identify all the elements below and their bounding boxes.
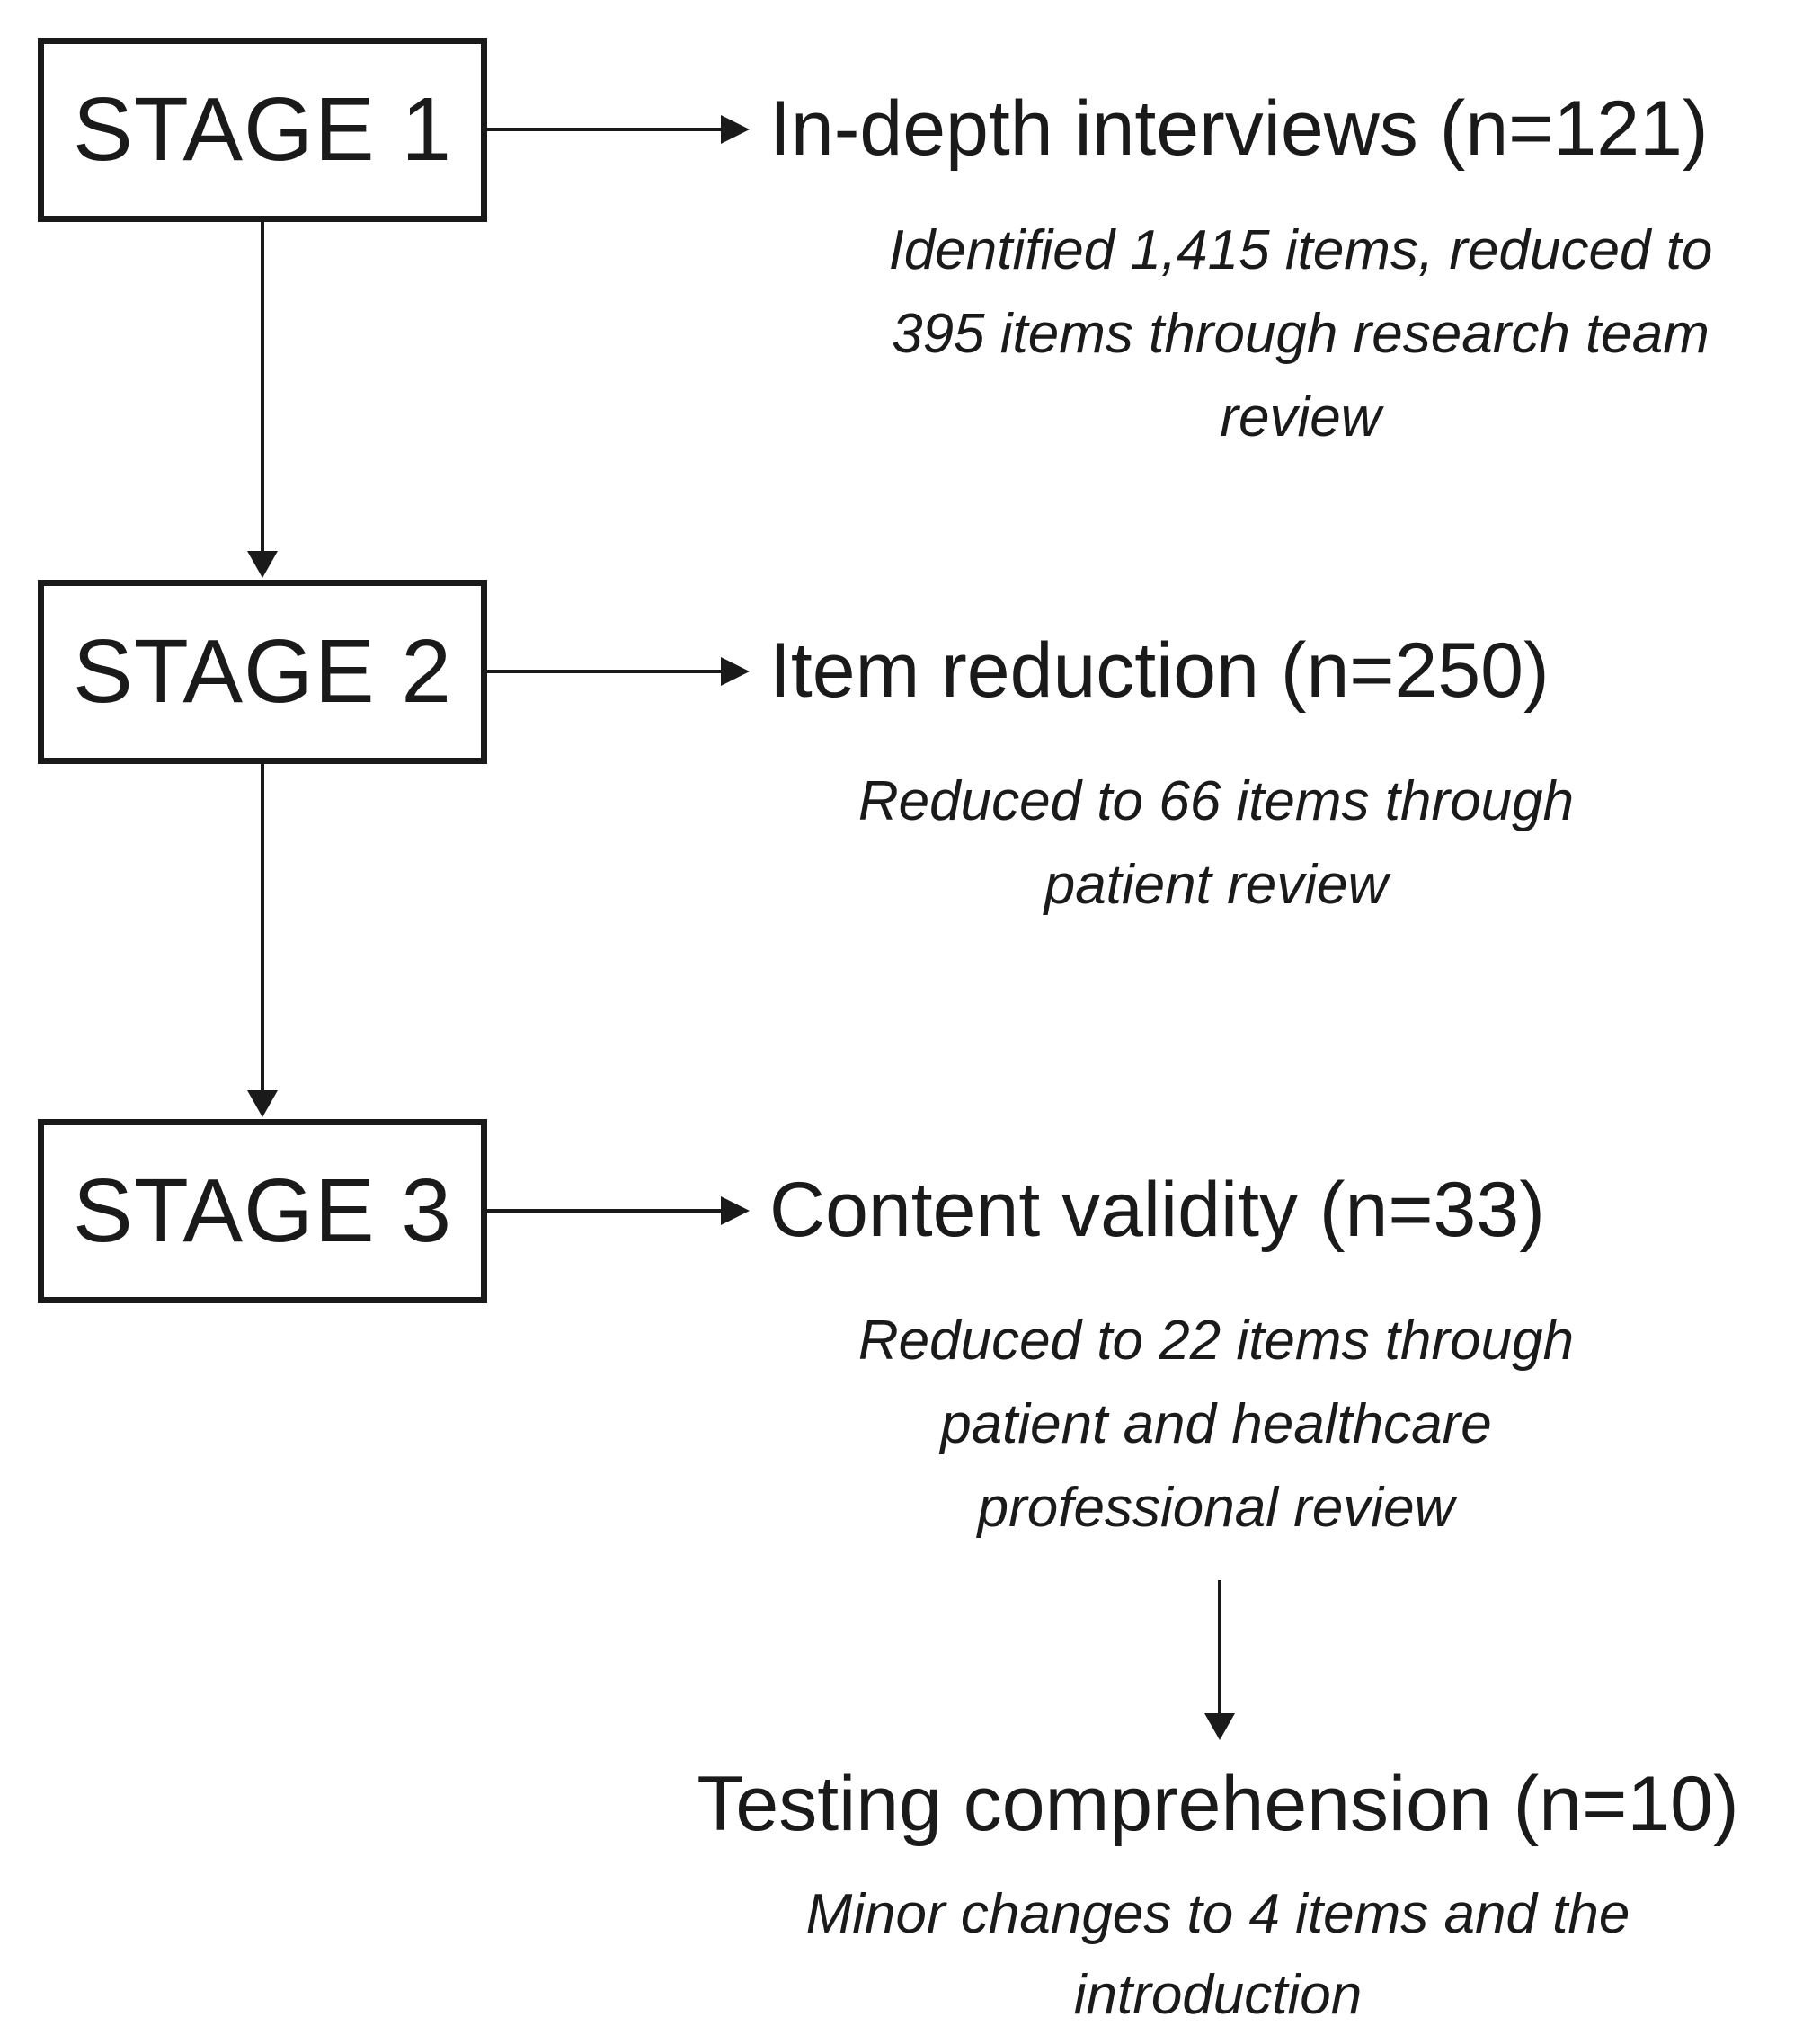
stage-2-arrow-right-icon [487, 670, 721, 673]
stage-1-box: STAGE 1 [38, 38, 487, 222]
stage-2-box-label: STAGE 2 [73, 621, 452, 722]
stage-2-heading: Item reduction (n=250) [769, 627, 1550, 714]
stage-1-heading: In-depth interviews (n=121) [769, 85, 1709, 172]
stage-3-arrow-right-icon [487, 1209, 721, 1213]
stage-3-box-label: STAGE 3 [73, 1160, 452, 1261]
stage-1-note: Identified 1,415 items, reduced to 395 i… [888, 219, 1713, 449]
final-note: Minor changes to 4 items and the introdu… [805, 1883, 1630, 2026]
stage-3-box: STAGE 3 [38, 1119, 487, 1303]
stage-1-box-label: STAGE 1 [73, 79, 452, 180]
stage-2-arrow-down-icon [261, 764, 264, 1090]
stage-3-heading: Content validity (n=33) [769, 1167, 1545, 1253]
stage-1-arrow-right-icon [487, 128, 721, 131]
stage-3-note: Reduced to 22 items through patient and … [857, 1310, 1575, 1539]
stage-2-note: Reduced to 66 items through patient revi… [857, 770, 1575, 916]
stage-2-box: STAGE 2 [38, 580, 487, 764]
final-arrow-down-icon [1218, 1580, 1221, 1713]
stage-1-arrow-down-icon [261, 222, 264, 551]
final-heading: Testing comprehension (n=10) [697, 1761, 1739, 1847]
